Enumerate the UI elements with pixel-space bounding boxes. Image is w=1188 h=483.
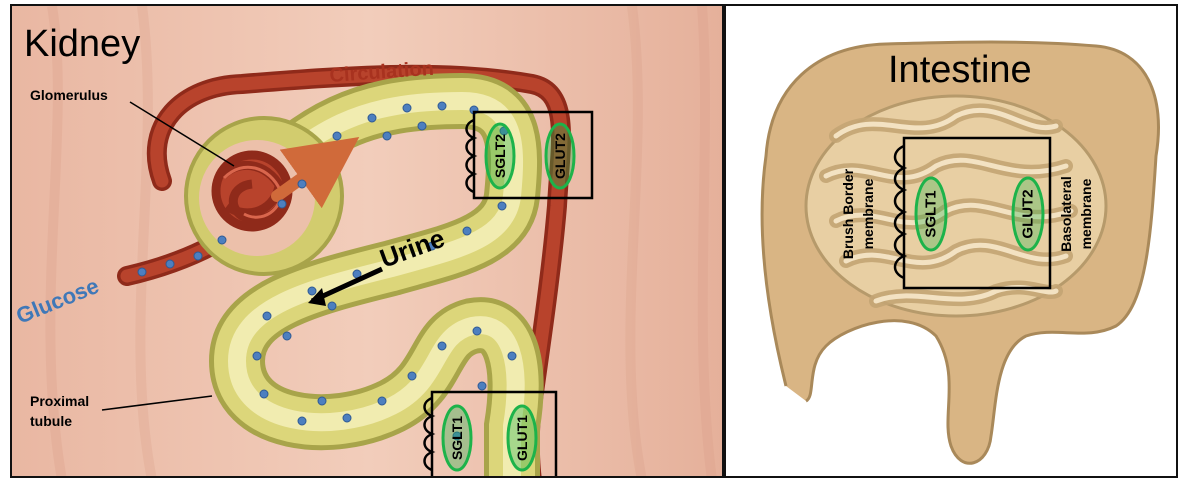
kidney-illustration: SGLT2 GLUT2 SGLT1 GLUT1 Kidney Circulati… (12, 6, 724, 478)
intestine-panel: SGLT1 GLUT2 Brush Border membrane Basola… (724, 4, 1178, 478)
basolateral-label-line1: Basolateral (1058, 176, 1074, 251)
glut2-label-intestine: GLUT2 (1020, 189, 1037, 238)
intestine-illustration: SGLT1 GLUT2 Brush Border membrane Basola… (726, 6, 1178, 478)
brush-border-label-line2: membrane (860, 178, 876, 249)
sglt1-label-intestine: SGLT1 (923, 190, 940, 237)
basolateral-label-line2: membrane (1078, 178, 1094, 249)
proximal-tubule-label-line2: tubule (30, 413, 72, 429)
glut2-label-kidney: GLUT2 (552, 133, 568, 179)
proximal-tubule-label-line1: Proximal (30, 393, 89, 409)
brush-border-label-line1: Brush Border (840, 168, 856, 259)
intestine-title: Intestine (888, 49, 1032, 91)
glomerulus-label: Glomerulus (30, 87, 108, 103)
sglt1-label-kidney: SGLT1 (449, 416, 465, 460)
glut1-label: GLUT1 (514, 415, 530, 461)
sglt2-label: SGLT2 (492, 134, 508, 178)
kidney-panel: SGLT2 GLUT2 SGLT1 GLUT1 Kidney Circulati… (10, 4, 724, 478)
kidney-title: Kidney (24, 23, 140, 65)
